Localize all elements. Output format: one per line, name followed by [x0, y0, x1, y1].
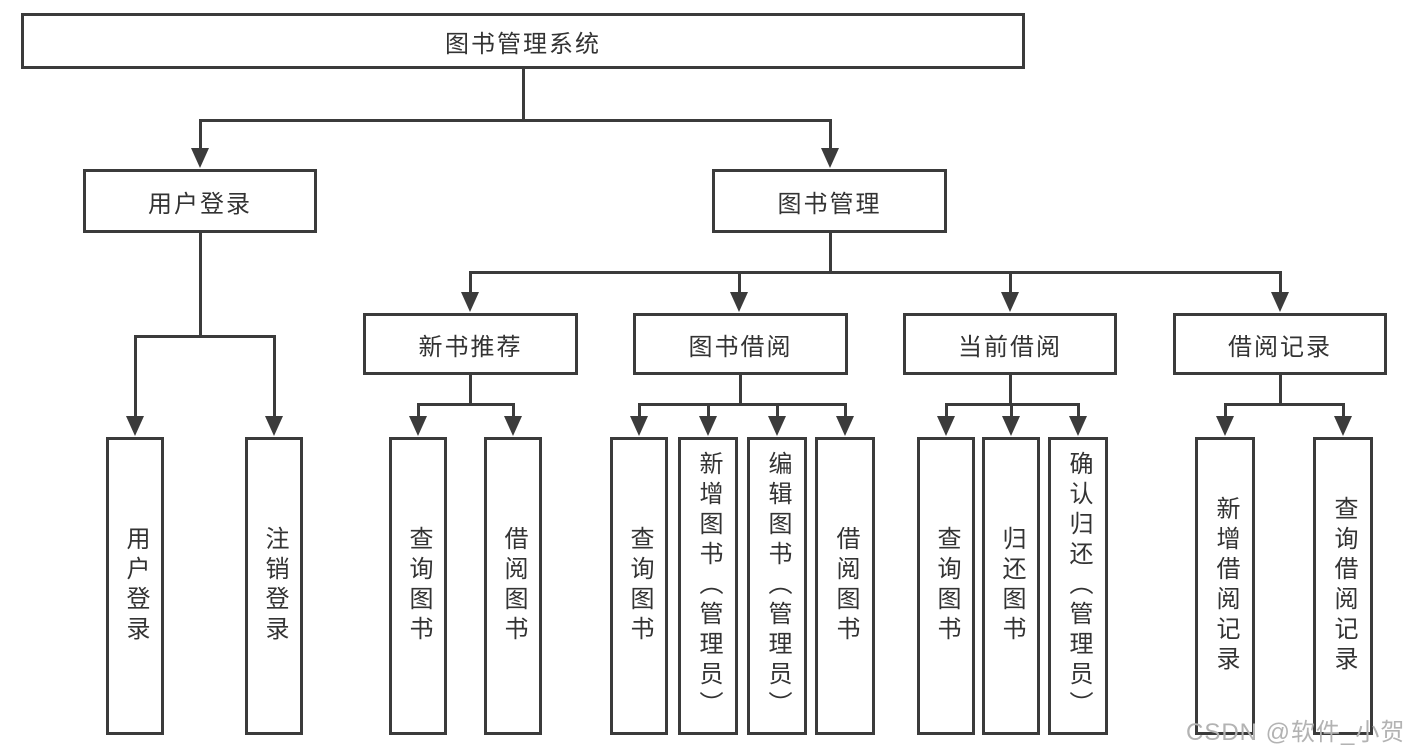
- connector-vline: [468, 271, 472, 295]
- connector-vline: [1008, 375, 1012, 405]
- arrowhead-down-icon: [1001, 292, 1019, 312]
- node-new-book-recommend: 新书推荐: [363, 313, 578, 375]
- connector-vline: [1278, 271, 1282, 295]
- node-root: 图书管理系统: [21, 13, 1025, 69]
- leaf-query-borrow-record: 查询借阅记录: [1313, 437, 1373, 735]
- arrowhead-down-icon: [836, 416, 854, 436]
- connector-vline: [511, 403, 515, 419]
- connector-vline: [1223, 403, 1227, 419]
- leaf-query-books-2: 查询图书: [610, 437, 668, 735]
- connector-vline: [738, 375, 742, 405]
- connector-hline: [198, 119, 832, 122]
- connector-vline: [416, 403, 420, 419]
- leaf-borrow-books-1: 借阅图书: [484, 437, 542, 735]
- connector-vline: [133, 335, 137, 418]
- connector-vline: [198, 233, 202, 337]
- arrowhead-down-icon: [1216, 416, 1234, 436]
- arrowhead-down-icon: [1334, 416, 1352, 436]
- leaf-borrow-books-2: 借阅图书: [815, 437, 875, 735]
- arrowhead-down-icon: [768, 416, 786, 436]
- connector-vline: [1009, 403, 1013, 419]
- leaf-add-borrow-record: 新增借阅记录: [1195, 437, 1255, 735]
- connector-vline: [944, 403, 948, 419]
- connector-vline: [637, 403, 641, 419]
- connector-vline: [468, 375, 472, 405]
- arrowhead-down-icon: [937, 416, 955, 436]
- connector-vline: [828, 119, 832, 151]
- connector-vline: [737, 271, 741, 295]
- arrowhead-down-icon: [630, 416, 648, 436]
- arrowhead-down-icon: [821, 148, 839, 168]
- connector-vline: [198, 119, 202, 151]
- connector-hline: [133, 335, 276, 338]
- arrowhead-down-icon: [126, 416, 144, 436]
- connector-vline: [828, 233, 832, 273]
- leaf-query-books-3: 查询图书: [917, 437, 975, 735]
- arrowhead-down-icon: [1271, 292, 1289, 312]
- leaf-edit-books-admin: 编辑图书（管理员）: [747, 437, 807, 735]
- connector-vline: [272, 335, 276, 418]
- connector-vline: [1341, 403, 1345, 419]
- connector-hline: [637, 403, 847, 406]
- arrowhead-down-icon: [699, 416, 717, 436]
- arrowhead-down-icon: [409, 416, 427, 436]
- node-book-borrowing: 图书借阅: [633, 313, 848, 375]
- node-book-management: 图书管理: [712, 169, 947, 233]
- connector-vline: [521, 69, 525, 121]
- leaf-logout-login: 注销登录: [245, 437, 303, 735]
- leaf-query-books-1: 查询图书: [389, 437, 447, 735]
- connector-hline: [416, 403, 515, 406]
- arrowhead-down-icon: [265, 416, 283, 436]
- arrowhead-down-icon: [1002, 416, 1020, 436]
- connector-hline: [468, 271, 1282, 274]
- node-current-borrowing: 当前借阅: [903, 313, 1117, 375]
- leaf-return-books: 归还图书: [982, 437, 1040, 735]
- connector-vline: [706, 403, 710, 419]
- arrowhead-down-icon: [730, 292, 748, 312]
- leaf-add-books-admin: 新增图书（管理员）: [678, 437, 738, 735]
- connector-vline: [1076, 403, 1080, 419]
- csdn-watermark: CSDN @软件_小贺同学: [1186, 719, 1405, 746]
- arrowhead-down-icon: [461, 292, 479, 312]
- arrowhead-down-icon: [504, 416, 522, 436]
- arrowhead-down-icon: [1069, 416, 1087, 436]
- leaf-confirm-return-admin: 确认归还（管理员）: [1048, 437, 1108, 735]
- connector-vline: [843, 403, 847, 419]
- node-user-login: 用户登录: [83, 169, 317, 233]
- connector-vline: [775, 403, 779, 419]
- leaf-user-login: 用户登录: [106, 437, 164, 735]
- connector-vline: [1278, 375, 1282, 405]
- arrowhead-down-icon: [191, 148, 209, 168]
- connector-hline: [1223, 403, 1345, 406]
- node-borrowing-records: 借阅记录: [1173, 313, 1387, 375]
- connector-vline: [1008, 271, 1012, 295]
